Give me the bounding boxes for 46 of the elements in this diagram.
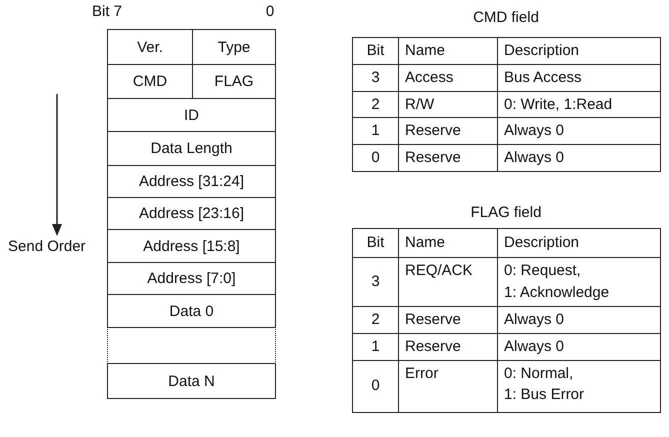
column-header: Name (398, 38, 498, 64)
table-cell: 0: Request, 1: Acknowledge (498, 258, 660, 306)
table-cell: Reserve (398, 144, 498, 172)
table-cell: 3 (352, 64, 398, 91)
table-cell: 2 (352, 306, 398, 334)
column-header: Bit (352, 38, 398, 64)
table-cell: Always 0 (498, 144, 660, 172)
packet-field: Data N (107, 363, 276, 399)
table-cell: Always 0 (498, 306, 660, 334)
table-cell: 1 (352, 333, 398, 360)
table-title: CMD field (472, 9, 540, 26)
packet-field: Data Length (107, 131, 276, 166)
table-cell: REQ/ACK (398, 258, 498, 306)
table-cell: Always 0 (498, 118, 660, 144)
send-order-label: Send Order (8, 238, 87, 255)
column-header: Description (498, 228, 660, 258)
table-cell: Reserve (398, 333, 498, 360)
packet-field: Address [23:16] (107, 197, 276, 230)
table-cell: Always 0 (498, 333, 660, 360)
table-cell: 0 (352, 144, 398, 172)
bit-label: Bit 7 (90, 3, 123, 20)
table-cell: 2 (352, 91, 398, 118)
table-cell: 1 (352, 118, 398, 144)
table-cell: 0 (352, 360, 398, 412)
table-cell: 3 (352, 258, 398, 306)
table-cell: Error (398, 360, 498, 412)
packet-field: Address [15:8] (107, 229, 276, 263)
packet-field: Type (192, 29, 276, 65)
packet-field: Data 0 (107, 294, 276, 328)
table-cell: 0: Normal, 1: Bus Error (498, 360, 660, 412)
table-cell: R/W (398, 91, 498, 118)
packet-field: Address [7:0] (107, 262, 276, 295)
table-cell: Reserve (398, 306, 498, 334)
table-cell: Reserve (398, 118, 498, 144)
bit-label: 0 (264, 3, 276, 20)
packet-field: ID (107, 98, 276, 132)
packet-field: Address [31:24] (107, 165, 276, 198)
table-cell: Bus Access (498, 64, 660, 91)
packet-field: Ver. (107, 29, 193, 65)
omitted-field-box (107, 327, 276, 364)
column-header: Bit (352, 228, 398, 258)
column-header: Name (398, 228, 498, 258)
column-header: Description (498, 38, 660, 64)
table-title: FLAG field (470, 204, 542, 221)
table-cell: 0: Write, 1:Read (498, 91, 660, 118)
table-cell: Access (398, 64, 498, 91)
